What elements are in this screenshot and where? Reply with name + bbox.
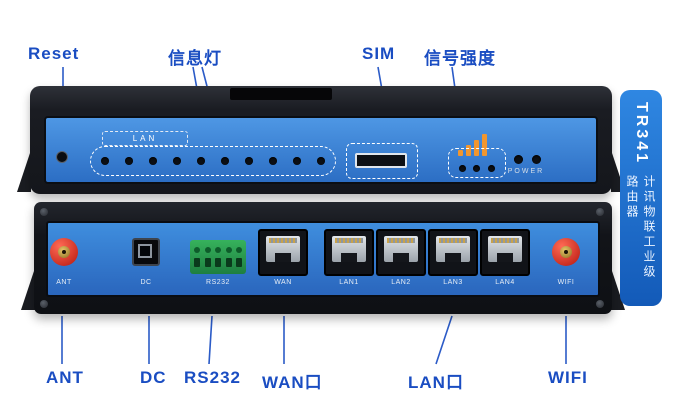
status-led-group <box>90 146 336 176</box>
dc-port-label: DC <box>140 279 152 286</box>
mounting-ear <box>21 268 35 310</box>
callout-wan: WAN口 <box>262 373 323 392</box>
lan1-port-label: LAN1 <box>339 279 359 286</box>
top-sticker <box>230 88 332 100</box>
callout-lan: LAN口 <box>408 373 464 392</box>
lan2-port-label: LAN2 <box>391 279 411 286</box>
lan-group-label: LAN <box>132 134 158 143</box>
power-led <box>532 155 541 164</box>
status-led <box>269 157 277 165</box>
wifi-connector <box>552 238 580 266</box>
wan-port-label: WAN <box>274 279 292 286</box>
ant-connector <box>50 238 78 266</box>
rs232-port-label: RS232 <box>206 279 230 286</box>
lan4-port <box>480 229 530 276</box>
status-led <box>149 157 157 165</box>
callout-wifi: WIFI <box>548 368 588 387</box>
lan3-port-label: LAN3 <box>443 279 463 286</box>
wifi-port-label: WIFI <box>557 279 575 286</box>
lan3-port <box>428 229 478 276</box>
signal-led <box>458 165 466 172</box>
screw <box>40 208 48 216</box>
lan2-port <box>376 229 426 276</box>
status-led <box>221 157 229 165</box>
callout-sim: SIM <box>362 44 396 63</box>
signal-led-group <box>448 148 506 178</box>
sim-slot-group <box>346 143 418 179</box>
product-name-text: 计讯物联工业级路由器 <box>625 175 656 281</box>
leader-line-lan <box>435 315 453 365</box>
screw <box>596 300 604 308</box>
callout-ant: ANT <box>46 368 84 387</box>
model-badge-text: TR341 <box>633 102 650 166</box>
status-led <box>125 157 133 165</box>
rs232-terminal-block <box>190 240 246 274</box>
lan4-port-label: LAN4 <box>495 279 515 286</box>
mounting-ear <box>17 150 31 192</box>
power-label: POWER <box>507 168 545 175</box>
wan-port <box>258 229 308 276</box>
callout-info-led: 信息灯 <box>168 49 222 68</box>
model-badge: TR341 计讯物联工业级路由器 <box>620 90 662 306</box>
dc-power-jack <box>132 238 160 266</box>
callout-rs232: RS232 <box>184 368 241 387</box>
leader-line-rs232 <box>208 315 213 365</box>
reset-button <box>56 151 68 163</box>
callout-reset: Reset <box>28 44 80 63</box>
power-led <box>514 155 523 164</box>
callout-signal: 信号强度 <box>424 49 496 68</box>
lan-group-tag: LAN <box>102 131 188 146</box>
signal-led <box>488 165 496 172</box>
status-led <box>245 157 253 165</box>
signal-led <box>473 165 481 172</box>
status-led <box>197 157 205 165</box>
screw <box>596 208 604 216</box>
status-led <box>317 157 325 165</box>
status-led <box>173 157 181 165</box>
sim-card-slot <box>355 153 407 168</box>
status-led <box>293 157 301 165</box>
status-led <box>101 157 109 165</box>
ant-port-label: ANT <box>56 279 72 286</box>
lan1-port <box>324 229 374 276</box>
screw <box>40 300 48 308</box>
callout-dc: DC <box>140 368 167 387</box>
